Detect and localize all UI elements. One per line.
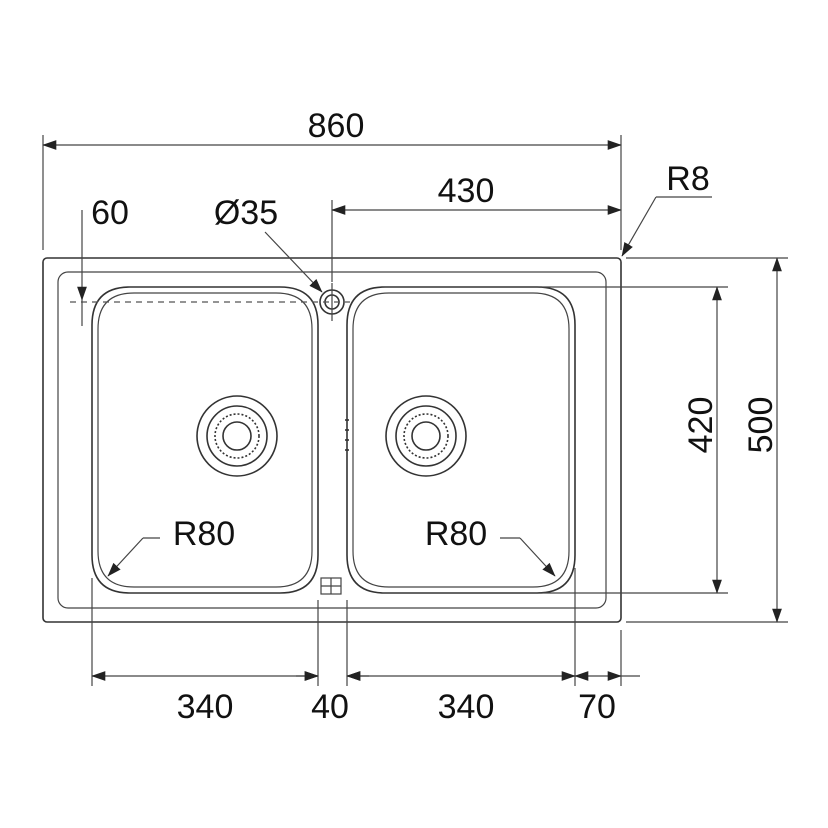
- dimension-340-right-label: 340: [438, 688, 495, 726]
- dimension-40-label: 40: [311, 688, 349, 726]
- dimension-420-label: 420: [682, 397, 720, 454]
- dimension-500-label: 500: [742, 397, 780, 454]
- dimension-70-label: 70: [578, 688, 616, 726]
- left-bowl-radius-label: R80: [173, 515, 235, 553]
- bottom-dimension-chain: [91, 568, 640, 686]
- left-bowl-radius-leader: [107, 537, 144, 577]
- dimension-500: [626, 257, 788, 623]
- overflow-slots: [320, 419, 349, 595]
- dimension-860-label: 860: [308, 107, 365, 145]
- dimension-860: [42, 135, 622, 250]
- right-bowl-radius-label: R80: [425, 515, 487, 553]
- left-drain: [196, 395, 278, 477]
- right-drain: [385, 395, 467, 477]
- tap-hole-leader: [264, 231, 323, 293]
- corner-radius-leader: [621, 196, 657, 257]
- corner-radius-label: R8: [666, 160, 709, 198]
- left-bowl: [91, 286, 319, 594]
- right-bowl-radius-leader: [519, 537, 556, 577]
- dimension-430: [331, 200, 622, 282]
- dimension-420: [540, 286, 728, 594]
- dimension-340-left-label: 340: [177, 688, 234, 726]
- dimension-430-label: 430: [438, 172, 495, 210]
- right-bowl: [346, 286, 576, 594]
- dimension-60-label: 60: [91, 194, 129, 232]
- tap-hole-label: Ø35: [214, 194, 278, 232]
